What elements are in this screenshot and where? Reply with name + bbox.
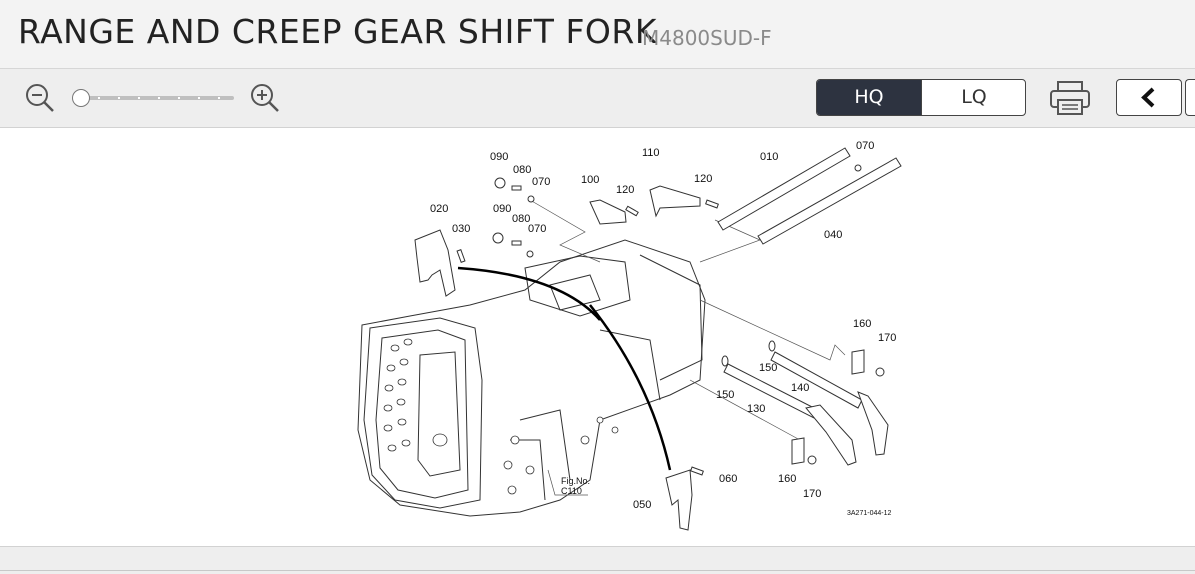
part-label[interactable]: 110 [642,147,660,159]
zoom-slider-track [78,96,234,100]
printer-icon[interactable] [1049,80,1091,116]
part-label[interactable]: 150 [716,389,734,401]
part-label[interactable]: 070 [856,140,874,152]
drawing-code: 3A271-044-12 [847,510,891,517]
fig-no-label: Fig.No. [561,476,590,486]
zoom-in-icon[interactable] [249,82,281,114]
part-label[interactable]: 100 [581,174,599,186]
footer-divider [0,570,1195,571]
lq-button[interactable]: LQ [921,80,1025,115]
slider-tick [218,97,220,99]
part-label[interactable]: 060 [719,473,737,485]
part-label[interactable]: 120 [616,184,634,196]
zoom-slider[interactable] [72,89,236,107]
part-label[interactable]: 050 [633,499,651,511]
slider-tick [118,97,120,99]
part-label[interactable]: 080 [513,164,531,176]
part-label[interactable]: 160 [778,473,796,485]
part-label[interactable]: 090 [493,203,511,215]
page-title: RANGE AND CREEP GEAR SHIFT FORK [18,12,657,51]
slider-tick [138,97,140,99]
zoom-out-icon[interactable] [24,82,56,114]
part-label[interactable]: 020 [430,203,448,215]
footer-bar [0,546,1195,574]
part-label[interactable]: 080 [512,213,530,225]
slider-tick [98,97,100,99]
chevron-left-icon [1141,87,1155,108]
slider-tick [158,97,160,99]
parts-diagram[interactable]: 090 080 070 110 010 070 100 120 120 020 … [340,138,920,538]
slider-tick [198,97,200,99]
part-label[interactable]: 010 [760,151,778,163]
slider-tick [178,97,180,99]
part-label[interactable]: 140 [791,382,809,394]
part-label[interactable]: 030 [452,223,470,235]
previous-button[interactable] [1116,79,1182,116]
part-label[interactable]: 070 [528,223,546,235]
next-button[interactable] [1185,79,1195,116]
part-code: M4800SUD-F [642,26,772,50]
part-label[interactable]: 170 [878,332,896,344]
part-label[interactable]: 150 [759,362,777,374]
header-bar: RANGE AND CREEP GEAR SHIFT FORK M4800SUD… [0,0,1195,69]
quality-toggle: HQ LQ [816,79,1026,116]
part-label[interactable]: 160 [853,318,871,330]
fig-no-value[interactable]: C110 [561,486,582,496]
part-label[interactable]: 040 [824,229,842,241]
hq-button[interactable]: HQ [817,80,921,115]
part-label[interactable]: 130 [747,403,765,415]
zoom-slider-thumb[interactable] [72,89,90,107]
part-label[interactable]: 170 [803,488,821,500]
part-label[interactable]: 090 [490,151,508,163]
part-label[interactable]: 120 [694,173,712,185]
part-label[interactable]: 070 [532,176,550,188]
